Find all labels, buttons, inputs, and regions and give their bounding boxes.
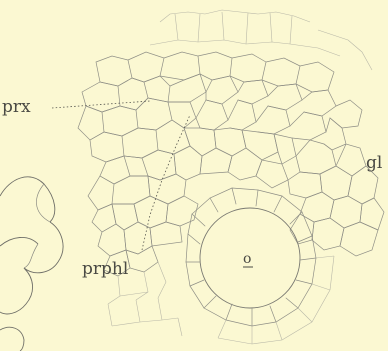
label-gl: gl	[366, 153, 382, 173]
prphl-leader-line	[142, 115, 190, 250]
label-prx: prx	[2, 97, 31, 117]
central-vessel	[186, 188, 334, 344]
prx-leader-line	[52, 101, 150, 108]
edge-cells	[0, 177, 63, 351]
label-center: o	[243, 251, 251, 267]
cell-network	[78, 10, 384, 336]
label-prphl: prphl	[82, 259, 128, 279]
